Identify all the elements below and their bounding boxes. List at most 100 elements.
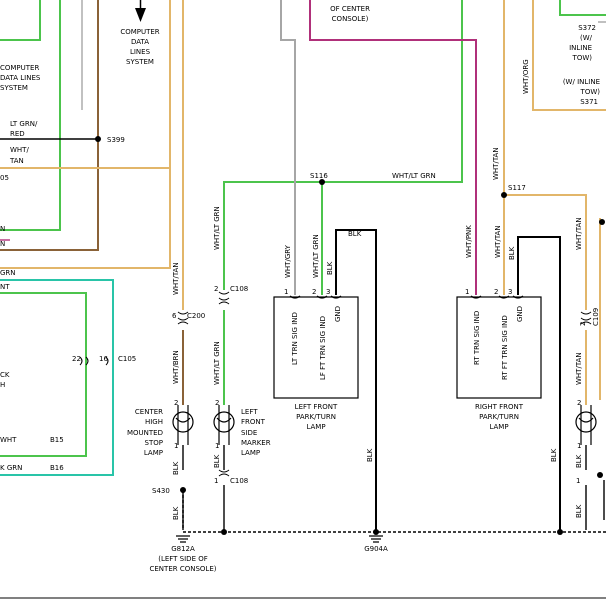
lf-pin-2: 2 — [312, 288, 316, 296]
rf-pin-name-3: GND — [516, 306, 524, 322]
pin-2-center: 2 — [174, 399, 178, 407]
side-marker-lamp-bulb — [213, 405, 235, 445]
label-frag-ck: CK — [0, 371, 10, 379]
rf-pin-name-1: RT TRN SIG IND — [473, 311, 481, 365]
label-frag-n: N — [0, 225, 5, 233]
label-wht: WHT/ — [10, 146, 29, 154]
wire-magenta-top — [309, 0, 477, 295]
label-left-front-1: LEFT FRONT — [295, 403, 338, 411]
label-c105: C105 — [118, 355, 136, 363]
pin-1-side: 1 — [215, 442, 219, 450]
label-marker: MARKER — [241, 439, 271, 447]
lf-pin-name-3: GND — [334, 306, 342, 322]
label-frag-h: H — [0, 381, 5, 389]
label-wht-tan-right: WHT/TAN — [575, 217, 583, 250]
splice-gnd-3 — [557, 529, 563, 535]
label-g904a: G904A — [364, 545, 388, 553]
label-frag-n2: N — [0, 240, 5, 248]
left-front-lamp-box — [273, 296, 359, 399]
label-c109: C109 — [592, 308, 600, 326]
splice-s399 — [95, 136, 101, 142]
rf-pin-3: 3 — [508, 288, 512, 296]
label-blk-top-l: BLK — [348, 230, 362, 238]
label-blk-rf: BLK — [508, 246, 516, 260]
connectors — [79, 291, 592, 477]
label-wht-lt-grn-lamp: WHT/LT GRN — [312, 234, 320, 278]
label-c105-22: 22 — [72, 355, 81, 363]
wire-blk-rf — [517, 236, 561, 530]
label-wht-gry: WHT/GRY — [284, 244, 292, 278]
splice-right-edge2 — [597, 472, 603, 478]
label-center: CENTER — [135, 408, 163, 416]
label-blk-rf-lower: BLK — [550, 448, 558, 462]
label-right-front-2: PARK/TURN — [479, 413, 519, 421]
label-inline: INLINE — [569, 44, 592, 52]
label-right-front-3: LAMP — [489, 423, 508, 431]
connector-c108-top — [218, 291, 230, 305]
label-side: SIDE — [241, 429, 257, 437]
wire-green-inner-box — [0, 292, 87, 457]
splices — [95, 136, 605, 535]
label-computer: COMPUTER — [120, 28, 159, 36]
label-lamp-center: LAMP — [144, 449, 163, 457]
wire-green-left-long — [0, 0, 61, 231]
label-g812a-note-2: CENTER CONSOLE) — [150, 565, 217, 573]
label-wht-brn: WHT/BRN — [172, 350, 180, 384]
pin-1-center: 1 — [174, 442, 178, 450]
label-wht-org: WHT/ORG — [522, 59, 530, 94]
lf-pin-1: 1 — [284, 288, 288, 296]
label-wht-tan-right2: WHT/TAN — [575, 352, 583, 385]
label-wht-lt-grn-side2: WHT/LT GRN — [213, 341, 221, 385]
wire-wht-tan-s117-right — [504, 194, 587, 310]
label-blk-center: BLK — [172, 461, 180, 475]
label-s399: S399 — [107, 136, 125, 144]
label-blk-right-lower: BLK — [575, 504, 583, 518]
label-c108-bottom-pin: 1 — [214, 477, 218, 485]
connector-c109 — [580, 311, 592, 325]
label-g812a-note-1: (LEFT SIDE OF — [158, 555, 208, 563]
lf-pin-3: 3 — [326, 288, 330, 296]
label-wht-tan-center: WHT/TAN — [172, 262, 180, 295]
label-of-center: OF CENTER — [330, 5, 370, 13]
label-front: FRONT — [241, 418, 266, 426]
label-g812a: G812A — [171, 545, 195, 553]
label-c109-pin: 2 — [579, 322, 587, 326]
ground-symbols — [176, 535, 383, 543]
label-data-lines-left: DATA LINES — [0, 74, 41, 82]
label-stop: STOP — [145, 439, 163, 447]
label-mounted: MOUNTED — [127, 429, 163, 437]
splice-right-edge — [599, 219, 605, 225]
label-frag-grn: GRN — [0, 269, 16, 277]
text-labels: COMPUTER DATA LINES SYSTEM COMPUTER DATA… — [0, 5, 600, 573]
label-computer-left: COMPUTER — [0, 64, 39, 72]
label-red: RED — [10, 130, 25, 138]
label-lines: LINES — [130, 48, 151, 56]
lf-pin-name-1: LT TRN SIG IND — [291, 312, 299, 365]
connector-c108-bottom — [218, 469, 230, 477]
ground-g812a — [176, 535, 190, 543]
label-wht-pnk: WHT/PNK — [465, 225, 473, 258]
label-c108-top: C108 — [230, 285, 248, 293]
pin-1-right: 1 — [577, 442, 581, 450]
label-lt-grn: LT GRN/ — [10, 120, 38, 128]
label-tan: TAN — [9, 157, 24, 165]
label-frag-k-grn: K GRN — [0, 464, 22, 472]
label-c108-top-pin: 2 — [214, 285, 218, 293]
rf-pin-name-2: RT FT TRN SIG IND — [501, 315, 509, 380]
lf-pin-name-2: LF FT TRN SIG IND — [319, 316, 327, 380]
wire-brown-left — [0, 0, 99, 251]
label-blk-side: BLK — [213, 454, 221, 468]
connector-c200 — [177, 311, 189, 325]
label-s117: S117 — [508, 184, 526, 192]
wire-wht-lt-grn-main — [223, 0, 463, 290]
splice-s117 — [501, 192, 507, 198]
label-left-front-2: PARK/TURN — [296, 413, 336, 421]
label-b15: B15 — [50, 436, 64, 444]
wire-wht-gry — [280, 0, 296, 295]
label-left-front-3: LAMP — [306, 423, 325, 431]
label-c105-16: 16 — [99, 355, 108, 363]
label-frag-wht: WHT — [0, 436, 17, 444]
center-stop-lamp-bulb — [172, 405, 194, 445]
